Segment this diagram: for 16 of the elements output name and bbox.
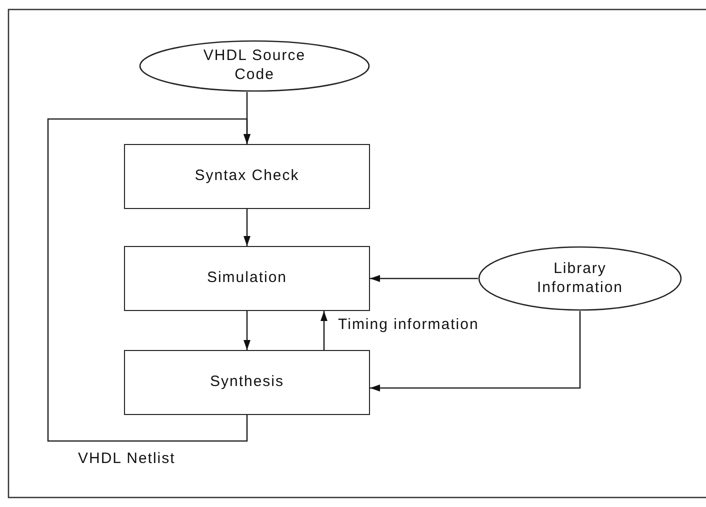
arrow — [47, 118, 250, 442]
node-text: Simulation — [206, 269, 288, 288]
node-text: Synthesis — [210, 373, 284, 392]
arrow — [370, 311, 581, 392]
arrow — [320, 311, 328, 350]
process-box — [124, 144, 370, 209]
node-text: Library Information — [536, 260, 624, 298]
input-ellipse — [478, 246, 682, 311]
process-box — [124, 246, 370, 311]
node-text: VHDL Source Code — [202, 47, 307, 85]
start-ellipse — [139, 40, 370, 92]
arrow — [244, 311, 250, 350]
process-box — [124, 350, 370, 415]
node-text: Syntax Check — [194, 167, 300, 186]
arrow — [244, 209, 250, 246]
arrow — [370, 275, 478, 282]
